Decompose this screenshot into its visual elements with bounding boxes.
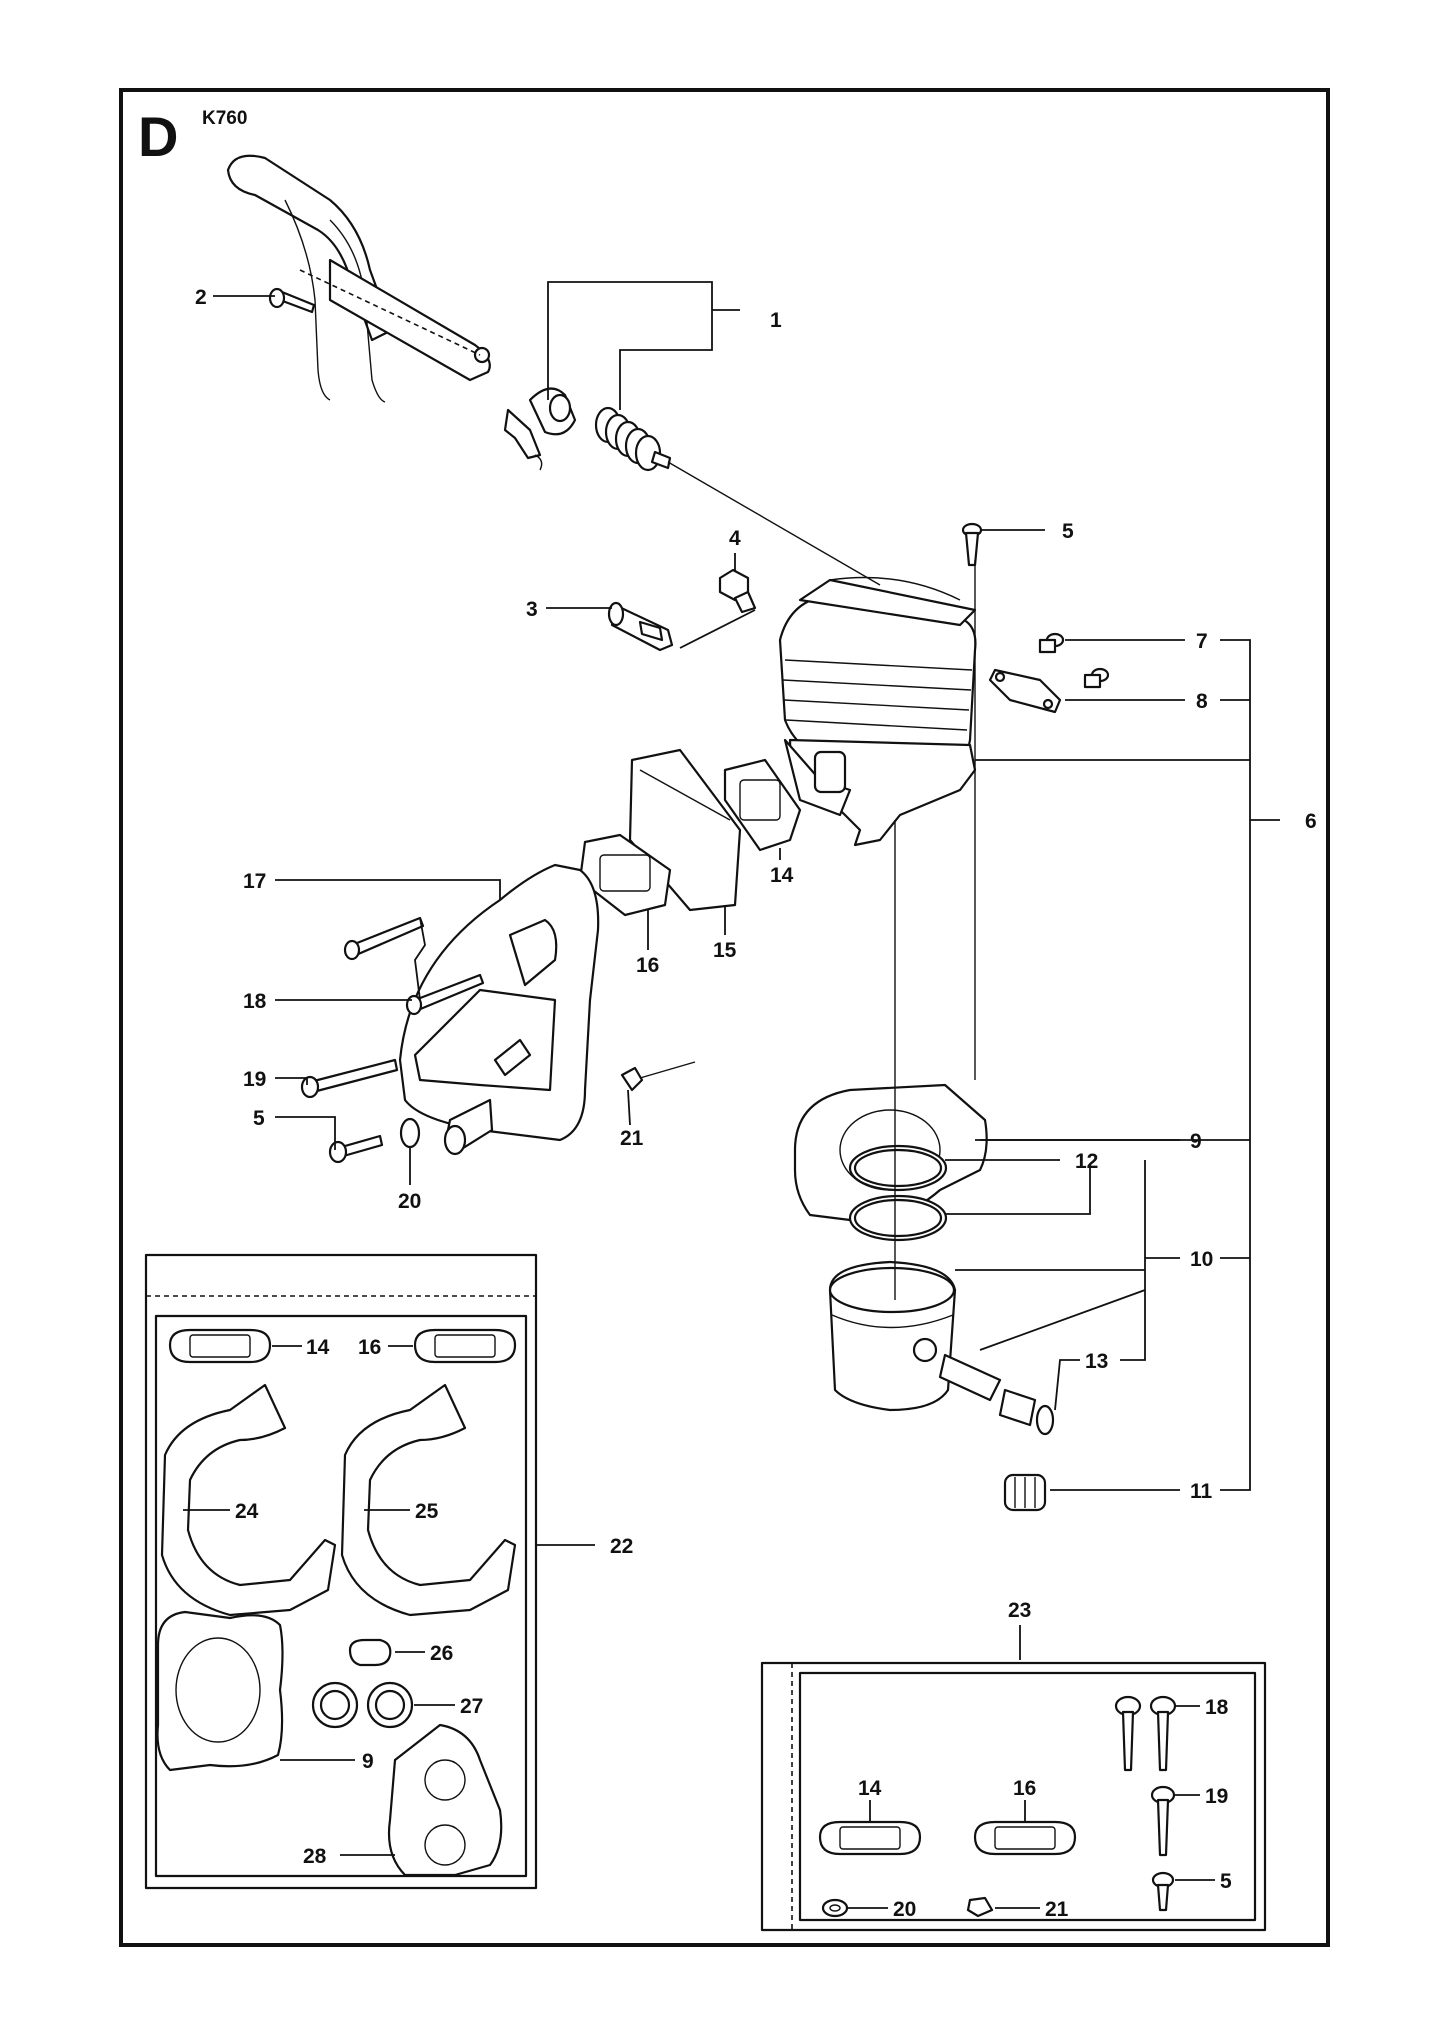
- callout-leaders: [213, 281, 1280, 1660]
- callout-28: 28: [303, 1845, 327, 1868]
- screw-kit-23: [760, 1661, 1267, 1932]
- screw-2: [268, 287, 316, 314]
- callout-16-kit22: 16: [358, 1336, 381, 1359]
- gasket-kit-22: [144, 1253, 538, 1890]
- callout-15: 15: [713, 939, 737, 962]
- bolt-19: [300, 1058, 399, 1099]
- callout-7: 7: [1196, 630, 1208, 653]
- screw-5-muffler: [328, 1134, 384, 1164]
- callout-24: 24: [235, 1500, 259, 1523]
- callout-12: 12: [1075, 1150, 1098, 1173]
- callout-6: 6: [1305, 810, 1317, 833]
- plug-4: [718, 568, 757, 614]
- callout-16-kit23: 16: [1013, 1777, 1036, 1800]
- callout-22: 22: [610, 1535, 633, 1558]
- washer-20: [399, 1117, 421, 1149]
- callout-19: 19: [243, 1068, 266, 1091]
- callout-9-kit22: 9: [362, 1750, 374, 1773]
- callout-numbers: 1 2 3 4 5 6 7 8 9 10 11 12 13 14 15 16 1…: [195, 286, 1317, 1921]
- callout-5-kit23: 5: [1220, 1870, 1232, 1893]
- model-label: K760: [202, 108, 247, 129]
- callout-4: 4: [729, 527, 741, 550]
- callout-2: 2: [195, 286, 207, 309]
- handle-drawing: [226, 154, 491, 403]
- callout-9: 9: [1190, 1130, 1202, 1153]
- callout-18-kit23: 18: [1205, 1696, 1229, 1719]
- callout-19-kit23: 19: [1205, 1785, 1228, 1808]
- bracket-7-8: [988, 632, 1110, 714]
- callout-18: 18: [243, 990, 267, 1013]
- callout-14-kit23: 14: [858, 1777, 882, 1800]
- spring-assembly-1: [503, 387, 881, 586]
- callout-11: 11: [1190, 1480, 1213, 1503]
- callout-21: 21: [620, 1127, 644, 1150]
- gasket-14: [723, 758, 802, 852]
- callout-25: 25: [415, 1500, 439, 1523]
- callout-21-kit23: 21: [1045, 1898, 1069, 1921]
- piston-pin-and-bearing: [938, 1353, 1055, 1436]
- callout-13: 13: [1085, 1350, 1108, 1373]
- callout-26: 26: [430, 1642, 453, 1665]
- callout-14: 14: [770, 864, 794, 887]
- callout-5-top: 5: [1062, 520, 1074, 543]
- callout-5-muffler: 5: [253, 1107, 265, 1130]
- callout-8: 8: [1196, 690, 1208, 713]
- callout-23: 23: [1008, 1599, 1031, 1622]
- callout-14-kit22: 14: [306, 1336, 330, 1359]
- callout-27: 27: [460, 1695, 483, 1718]
- piston-10: [828, 1260, 957, 1412]
- section-letter: D: [138, 105, 178, 168]
- callout-16: 16: [636, 954, 659, 977]
- callout-3: 3: [526, 598, 538, 621]
- callout-17: 17: [243, 870, 266, 893]
- decompression-valve-3: [607, 601, 674, 652]
- needle-bearing-11: [1003, 1473, 1047, 1512]
- bolts-18: [343, 916, 485, 1016]
- cylinder-6: [778, 576, 977, 847]
- callout-10: 10: [1190, 1248, 1213, 1271]
- callout-1: 1: [770, 309, 782, 332]
- callout-20: 20: [398, 1190, 421, 1213]
- diagram-frame: [119, 88, 1330, 1947]
- muffler-17: [398, 863, 600, 1156]
- screw-5-top: [961, 522, 983, 567]
- nut-21: [620, 1061, 696, 1092]
- piston-rings-12: [848, 1144, 948, 1242]
- callout-20-kit23: 20: [893, 1898, 916, 1921]
